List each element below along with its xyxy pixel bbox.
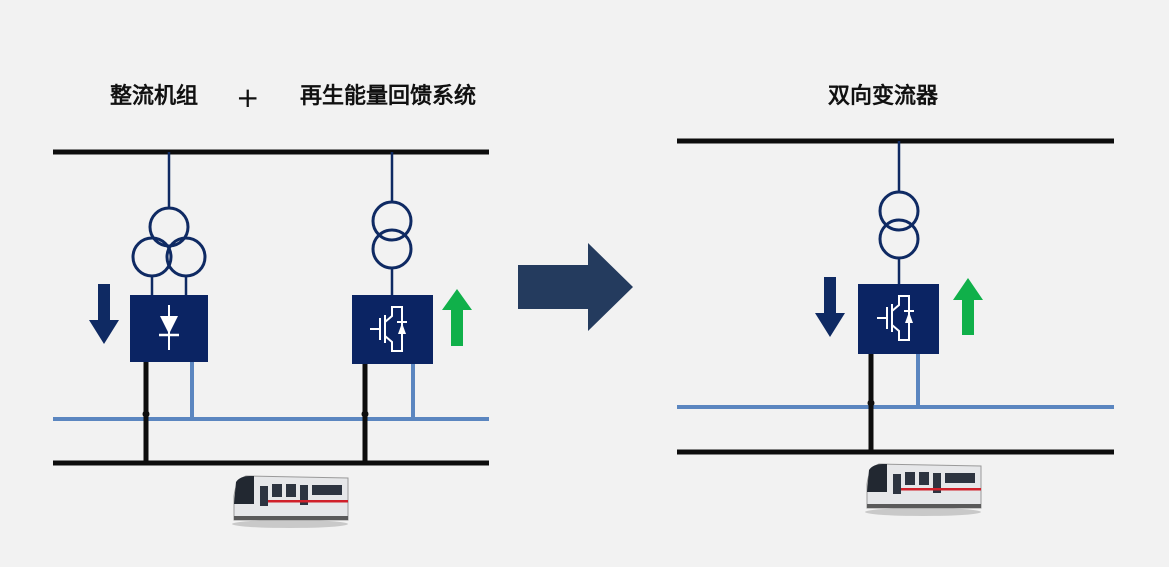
transformer-3winding-icon	[131, 206, 207, 278]
junction-dot	[361, 410, 369, 418]
inverter-box	[352, 295, 433, 364]
igbt-icon	[370, 306, 407, 352]
up-arrow-icon	[953, 278, 983, 335]
down-arrow-icon	[815, 277, 845, 337]
left-title-rectifier: 整流机组	[110, 84, 199, 109]
transformer-2winding-icon	[371, 200, 413, 270]
junction-dot	[142, 410, 150, 418]
diode-icon	[159, 305, 179, 350]
junction-dot	[867, 399, 875, 407]
transformer-2winding-icon	[878, 190, 920, 260]
left-title-regen: 再生能量回馈系统	[300, 84, 477, 109]
left-title-plus: +	[236, 81, 260, 114]
right-panel	[677, 138, 1114, 516]
down-arrow-icon	[89, 284, 119, 344]
up-arrow-icon	[442, 289, 472, 346]
igbt-icon	[877, 295, 914, 341]
train-icon	[232, 475, 349, 528]
left-panel	[53, 149, 489, 528]
train-icon	[865, 463, 982, 516]
bidirectional-converter-box	[858, 284, 939, 354]
right-title-bidirectional: 双向变流器	[828, 84, 939, 109]
right-arrow-icon	[518, 243, 633, 331]
